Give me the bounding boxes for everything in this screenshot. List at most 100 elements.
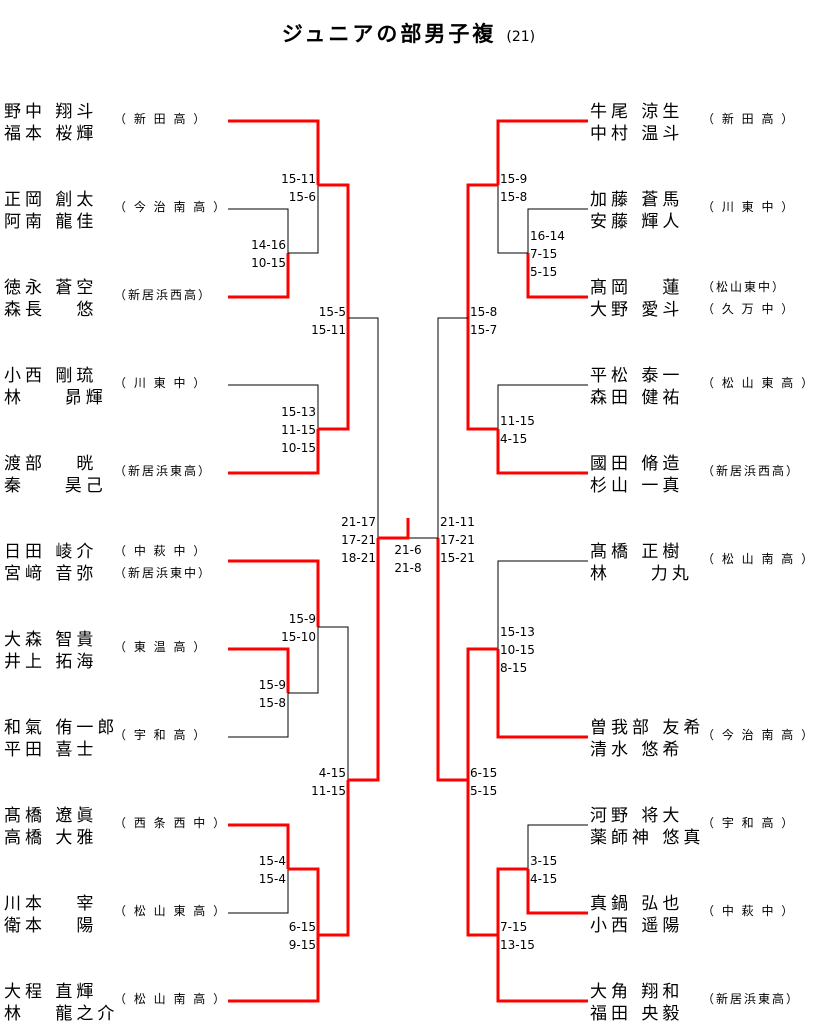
school-name: （ 宇 和 高 ）	[114, 728, 208, 742]
right-line-r1-top	[497, 185, 528, 254]
school-name-1: （ 中 萩 中 ）	[114, 544, 208, 558]
player-name: 牛尾 涼生	[590, 102, 684, 122]
left-line-e10	[228, 869, 289, 914]
game-score: 13-15	[500, 938, 535, 952]
game-score: 10-15	[251, 256, 286, 270]
game-score: 15-8	[500, 190, 528, 204]
player-name: 福田 央毅	[590, 1004, 684, 1024]
game-score: 11-15	[500, 414, 535, 428]
school-name: （ 中 萩 中 ）	[702, 904, 796, 918]
player-name: 髙橋 遼眞	[4, 806, 98, 826]
school-name: （新居浜西高）	[114, 288, 213, 302]
player-names: 國田 脩造杉山 一真	[590, 453, 683, 497]
school-name: （ 新 田 高 ）	[702, 112, 796, 126]
player-name: 平田 喜士	[4, 740, 98, 760]
player-name: 森田 健祐	[590, 388, 684, 408]
player-name: 小西 剛琉	[4, 366, 98, 386]
player-names: 野中 翔斗福本 桜輝	[4, 101, 97, 145]
right-line-e6	[497, 560, 588, 649]
right-line-e1	[496, 119, 588, 185]
game-score: 15-4	[258, 872, 286, 886]
right-line-e5	[496, 429, 588, 475]
game-score: 17-21	[440, 533, 475, 547]
final-line-winner	[378, 518, 410, 540]
player-name: 平松 泰一	[590, 366, 684, 386]
player-names: 大森 智貴井上 拓海	[4, 629, 97, 673]
game-score: 15-10	[281, 630, 316, 644]
left-line-e6	[228, 559, 320, 627]
player-name: 國田 脩造	[590, 454, 684, 474]
game-score: 15-5	[318, 305, 346, 319]
game-score: 15-9	[258, 678, 286, 692]
right-line-r1-bot	[496, 867, 528, 935]
player-name: 杉山 一真	[590, 476, 684, 496]
player-names: 平松 泰一森田 健祐	[590, 365, 683, 409]
right-line-r2-top	[466, 183, 498, 318]
left-line-e7	[228, 647, 290, 693]
game-score: 11-15	[281, 423, 316, 437]
game-score: 15-11	[281, 172, 316, 186]
game-score: 8-15	[500, 661, 528, 675]
player-name: 曽我部 友希	[590, 718, 705, 738]
right-line-e2	[527, 208, 588, 253]
left-line-r1-bot	[288, 867, 320, 935]
player-names: 牛尾 涼生中村 温斗	[590, 101, 683, 145]
game-score: 5-15	[530, 265, 558, 279]
right-line-r2-bot	[466, 780, 498, 937]
right-line-e10	[496, 935, 588, 1003]
left-line-e5	[228, 429, 320, 475]
game-score: 6-15	[288, 920, 316, 934]
left-line-e2	[228, 208, 289, 253]
game-score: 17-21	[341, 533, 376, 547]
game-score: 15-8	[258, 696, 286, 710]
player-name: 川本 宰	[4, 894, 98, 914]
school-name-2: （新居浜東中）	[114, 566, 213, 580]
game-score: 15-9	[500, 172, 528, 186]
school-name: （ 宇 和 高 ）	[702, 816, 796, 830]
game-score: 21-8	[394, 561, 422, 575]
player-name: 薬師神 悠真	[590, 828, 705, 848]
game-score: 11-15	[311, 784, 346, 798]
left-line-r1-mid	[288, 627, 319, 694]
game-score: 15-21	[440, 551, 475, 565]
game-score: 5-15	[470, 784, 498, 798]
right-line-r2-mid	[466, 647, 498, 780]
player-names: 河野 将大薬師神 悠真	[590, 805, 704, 849]
right-line-r3-top	[437, 317, 468, 538]
school-name: （ 松 山 南 高 ）	[114, 992, 228, 1006]
school-name: （松山東中）（ 久 万 中 ）	[702, 279, 795, 317]
player-name: 大角 翔和	[590, 982, 684, 1002]
right-line-e8	[527, 824, 588, 869]
player-name: 真鍋 弘也	[590, 894, 684, 914]
player-name: 日田 崚介	[4, 542, 98, 562]
bracket-title: ジュニアの部男子複(21)	[0, 18, 817, 48]
school-name: （新居浜西高）	[702, 464, 801, 478]
game-score: 15-13	[500, 625, 535, 639]
school-name: （ 新 田 高 ）	[114, 112, 208, 126]
game-score: 10-15	[281, 441, 316, 455]
game-score: 21-11	[440, 515, 475, 529]
school-name: （ 西 条 西 中 ）	[114, 816, 228, 830]
player-name: 清水 悠希	[590, 740, 684, 760]
left-line-r3-top	[348, 317, 379, 538]
game-score: 21-17	[341, 515, 376, 529]
player-name: 大森 智貴	[4, 630, 98, 650]
school-name: （ 中 萩 中 ） （新居浜東中）	[114, 543, 212, 581]
game-score: 15-8	[470, 305, 498, 319]
game-score: 16-14	[530, 229, 565, 243]
school-name: （ 川 東 中 ）	[702, 200, 796, 214]
game-score: 10-15	[500, 643, 535, 657]
left-line-e1	[228, 119, 320, 185]
player-name: 小西 遥陽	[590, 916, 684, 936]
right-line-e4	[497, 384, 588, 429]
left-line-r2-bot	[318, 780, 350, 937]
school-name: （ 松 山 東 高 ）	[702, 376, 816, 390]
